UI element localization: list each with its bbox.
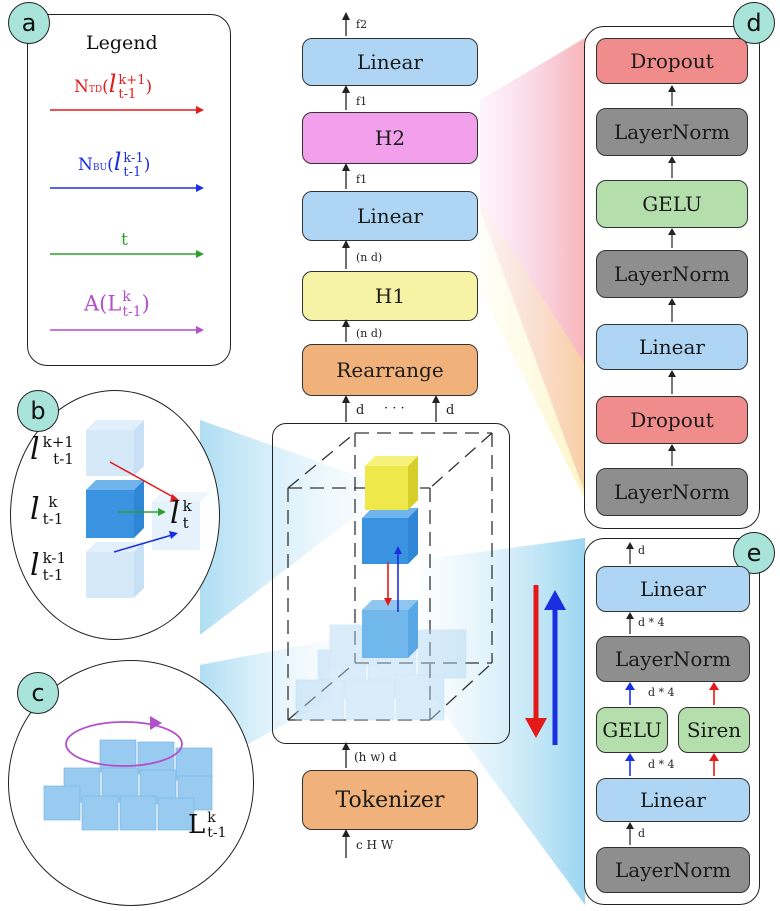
panel-e-layernorm-top: LayerNorm [596, 636, 750, 682]
edge-label-input: c H W [356, 838, 394, 852]
edge-label-dim-right: d [446, 403, 455, 418]
panel-d-layernorm-2: LayerNorm [596, 250, 748, 298]
edge-label-rearrange-out: (n d) [356, 327, 383, 340]
edge-label-linear-out: f1 [356, 173, 368, 186]
panel-e-siren: Siren [678, 707, 750, 753]
panel-c-badge: c [17, 672, 59, 714]
panel-e-layernorm-bottom: LayerNorm [596, 847, 750, 893]
edge-label-h2-out: f1 [356, 95, 368, 108]
edge-label-tokenizer-out: (h w) d [354, 750, 397, 764]
main-linear-mid: Linear [302, 191, 478, 241]
panel-d-linear: Linear [596, 324, 748, 370]
edge-label-h1-out: (n d) [356, 251, 383, 264]
edge-label-dots: · · · [384, 401, 405, 416]
legend-badge: a [8, 2, 50, 44]
main-tokenizer: Tokenizer [302, 770, 478, 830]
panel-d-badge: d [733, 2, 775, 44]
edge-label-f2: f2 [356, 18, 368, 31]
main-h1: H1 [302, 271, 478, 321]
panel-d-wedge-bottom [480, 200, 595, 520]
panel-e-wedge [420, 538, 585, 905]
panel-e-label-linear-in: d * 4 [648, 758, 675, 771]
panel-d-layernorm-3: LayerNorm [596, 468, 748, 516]
panel-d-dropout-bottom: Dropout [596, 396, 748, 444]
cube-volume-box [272, 423, 510, 744]
panel-e-label-linear-out: d * 4 [638, 616, 665, 629]
panel-e-linear-bottom: Linear [596, 778, 750, 822]
panel-e-gelu: GELU [596, 707, 668, 753]
main-rearrange: Rearrange [302, 344, 478, 396]
legend-title: Legend [86, 32, 158, 54]
main-linear-top: Linear [302, 38, 478, 86]
panel-e-label-act-out: d * 4 [648, 686, 675, 699]
panel-e-linear-top: Linear [596, 566, 750, 612]
legend-item-t: t [121, 230, 128, 250]
main-h2: H2 [302, 112, 478, 164]
panel-d-gelu: GELU [596, 180, 748, 228]
panel-e-label-input: d [638, 827, 646, 840]
panel-e-label-top: d [638, 544, 646, 557]
edge-label-dim-left: d [356, 403, 365, 418]
panel-b-badge: b [17, 390, 59, 432]
panel-b-wedge [200, 420, 370, 635]
panel-d-dropout-top: Dropout [596, 38, 748, 84]
panel-d-layernorm-1: LayerNorm [596, 108, 748, 156]
